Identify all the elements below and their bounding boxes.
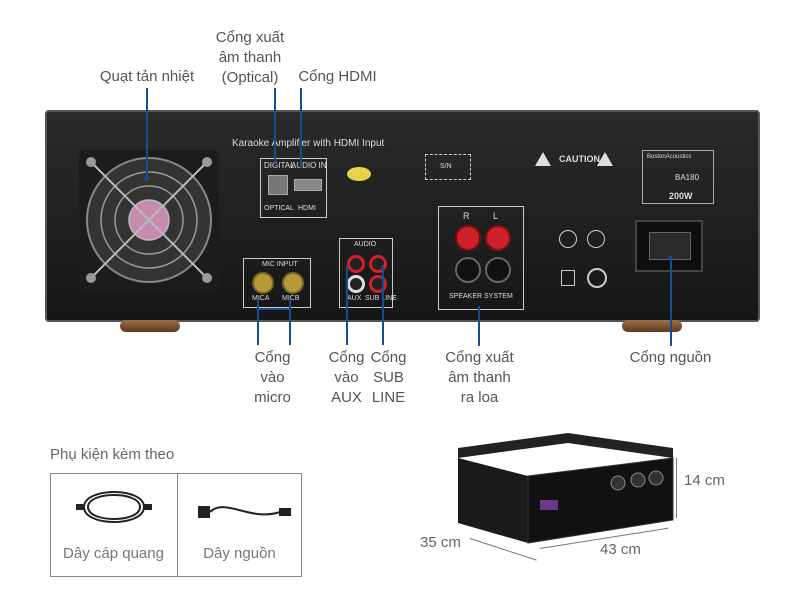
callout-line-sub [382, 265, 384, 345]
brand-label: BostonAcoustics [647, 154, 692, 160]
dimension-width: 43 cm [600, 541, 641, 558]
callout-line-hdmi [300, 88, 302, 168]
r-label: R [463, 211, 470, 221]
sub-line-label: SUB LINE [365, 295, 397, 302]
digital-audio-box: DIGITAL AUDIO IN OPTICAL HDMI [260, 158, 327, 218]
caution-label: CAUTION [559, 154, 600, 164]
amp-foot-left [120, 320, 180, 332]
callout-line-micb [289, 300, 291, 345]
callout-fan: Quạt tản nhiệt [99, 68, 195, 85]
callout-dot-fan [144, 176, 149, 181]
aux-red-jack[interactable] [347, 255, 365, 273]
dimension-height: 14 cm [684, 472, 725, 489]
micb-label: MICB [282, 295, 300, 302]
speaker-system-label: SPEAKER SYSTEM [449, 293, 513, 300]
callout-power: Cổng nguồn [629, 349, 712, 366]
amplifier-front-view [458, 433, 674, 544]
callout-aux: Cổng vào AUX [328, 349, 365, 406]
model-label: BA180 [675, 173, 700, 182]
caution-warning-icon-right [597, 152, 613, 166]
serial-label: S/N [440, 163, 452, 170]
serial-box: S/N [425, 154, 471, 180]
caution-warning-icon [535, 152, 551, 166]
callout-dot-power [668, 256, 673, 261]
digital-label: DIGITAL [264, 161, 295, 170]
aux-label: AUX [347, 295, 362, 302]
dimension-line-height [676, 458, 677, 518]
sub-white-jack[interactable] [369, 275, 387, 293]
optical-label: OPTICAL [264, 205, 294, 212]
callout-mic: Cổng vào micro [254, 349, 291, 406]
callout-speaker: Cổng xuất âm thanh ra loa [445, 349, 514, 406]
micb-jack[interactable] [282, 272, 304, 294]
spec-label-card: BostonAcoustics BA180 200W [642, 150, 714, 204]
audio-in-label: AUDIO IN [291, 161, 327, 170]
audio-box: AUDIO AUX SUB LINE [339, 238, 397, 308]
speaker-l-minus-terminal[interactable] [485, 257, 511, 283]
dimension-depth: 35 cm [420, 534, 461, 551]
panel-title: Karaoke Amplifier with HDMI Input [232, 138, 385, 149]
callout-line-optical [274, 88, 276, 164]
aux-white-jack[interactable] [347, 275, 365, 293]
speaker-r-minus-terminal[interactable] [455, 257, 481, 283]
mic-input-label: MIC INPUT [262, 261, 298, 268]
mic-input-box: MIC INPUT MICA MICB [243, 258, 311, 308]
speaker-l-plus-terminal[interactable] [485, 225, 511, 251]
speaker-r-plus-terminal[interactable] [455, 225, 481, 251]
amplifier-back-panel: Karaoke Amplifier with HDMI Input DIGITA… [45, 110, 760, 322]
mica-label: MICA [252, 295, 270, 302]
callout-line-power [670, 258, 672, 346]
fan-grill-icon [86, 157, 212, 283]
optical-cable-icon [76, 491, 152, 523]
callout-line-aux [346, 265, 348, 345]
audio-label: AUDIO [354, 241, 377, 248]
power-rating-label: 200W [669, 191, 693, 201]
accessory-label-power: Dây nguồn [203, 545, 276, 562]
amp-foot-right [622, 320, 682, 332]
callout-line-mica [257, 300, 259, 345]
accessory-label-optical: Dây cáp quang [63, 545, 164, 562]
callout-line-fan [146, 88, 148, 178]
certification-icon [587, 268, 607, 288]
hdmi-port[interactable] [294, 179, 322, 191]
mica-jack[interactable] [252, 272, 274, 294]
optical-port[interactable] [268, 175, 288, 195]
sub-red-jack[interactable] [369, 255, 387, 273]
callout-line-mic-h [257, 308, 291, 310]
callout-optical: Cổng xuất âm thanh (Optical) [215, 29, 285, 86]
speaker-system-box: R L SPEAKER SYSTEM [438, 206, 524, 310]
hdmi-label: HDMI [298, 205, 316, 212]
l-label: L [493, 211, 499, 221]
recycle-icon [559, 230, 577, 248]
callout-line-speaker [478, 306, 480, 346]
sticker-icon [347, 167, 371, 181]
accessory-cell-power [177, 473, 302, 577]
power-cable-icon [198, 506, 291, 518]
power-socket[interactable] [635, 220, 703, 272]
callout-hdmi: Cổng HDMI [298, 68, 377, 85]
callout-sub: Cổng SUB LINE [370, 349, 407, 406]
no-flame-icon [587, 230, 605, 248]
cooling-fan [79, 150, 219, 290]
accessories-heading: Phụ kiện kèm theo [50, 446, 175, 463]
weee-bin-icon [561, 270, 575, 286]
